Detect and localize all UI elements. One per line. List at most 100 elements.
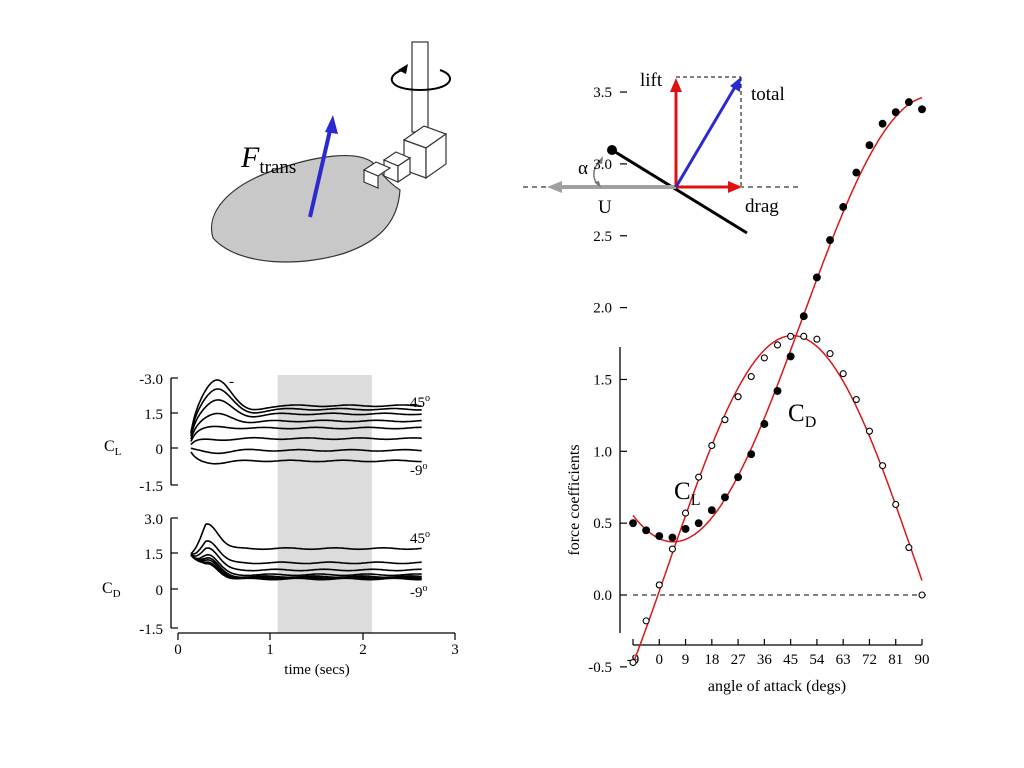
cl-data-point bbox=[708, 442, 716, 450]
cd-label-minus9: -9o bbox=[410, 583, 428, 601]
cd-data-point bbox=[904, 98, 913, 107]
cl-data-point bbox=[760, 354, 768, 362]
shaded-interval bbox=[277, 375, 372, 633]
fc-x-tick-label: 45 bbox=[783, 652, 798, 668]
cl-time-curve bbox=[190, 412, 422, 440]
cl-data-point bbox=[734, 393, 742, 401]
cd-data-point bbox=[799, 312, 808, 321]
gearbox bbox=[362, 125, 448, 189]
cl-data-point bbox=[681, 509, 690, 517]
cl-data-point bbox=[918, 591, 926, 599]
cd-data-point bbox=[826, 236, 834, 245]
fc-y-tick-label: 3.0 bbox=[593, 157, 612, 173]
cl-data-point bbox=[629, 658, 637, 667]
cd-axis-label: CD bbox=[102, 580, 121, 600]
fc-y-axis-label: force coefficients bbox=[566, 444, 583, 555]
cl-series-label: CL bbox=[674, 478, 700, 509]
time-x-tick-label-3: 3 bbox=[451, 642, 459, 658]
cl-time-curve bbox=[190, 388, 422, 435]
fc-x-tick-label: 18 bbox=[704, 652, 719, 668]
time-x-tick-label-1: 1 bbox=[266, 642, 274, 658]
cl-label-45: 45o bbox=[410, 393, 430, 411]
fc-x-tick-label: 90 bbox=[915, 652, 930, 668]
fc-y-tick-label: 0.0 bbox=[593, 588, 612, 604]
cd-time-curve bbox=[190, 547, 422, 572]
alpha-label: α bbox=[578, 158, 588, 179]
force-coefficient-chart: -0.50.00.51.01.52.02.53.03.5 -9091827364… bbox=[566, 85, 930, 695]
cd-tick-label-zero: 0 bbox=[156, 583, 164, 599]
cl-tick-label-top: -3.0 bbox=[139, 372, 163, 388]
cl-data-point bbox=[879, 462, 887, 470]
cd-time-curve bbox=[190, 540, 422, 565]
cl-time-curve bbox=[190, 399, 422, 437]
cd-data-point bbox=[655, 532, 664, 541]
cd-series-label: CD bbox=[788, 400, 816, 431]
fc-y-tick-label: 1.0 bbox=[593, 444, 612, 460]
cd-data-point bbox=[786, 352, 795, 361]
cl-data-point bbox=[642, 617, 650, 625]
fc-y-tick-label: -0.5 bbox=[588, 660, 612, 676]
fc-y-tick-label: 3.5 bbox=[593, 85, 612, 101]
cd-data-point bbox=[642, 526, 651, 535]
cd-label-45: 45o bbox=[410, 529, 430, 547]
cl-curves bbox=[190, 379, 422, 465]
cd-data-point bbox=[629, 519, 637, 528]
cd-data-point bbox=[721, 493, 729, 502]
force-arrow bbox=[308, 125, 333, 218]
cd-data-point bbox=[747, 450, 756, 459]
total-arrow-head-icon bbox=[730, 77, 741, 92]
time-series-chart: -3.0 1.5 0 -1.5 CL 3.0 1.5 0 -1.5 CD 0 1… bbox=[102, 372, 459, 678]
fc-y-ticks: -0.50.00.51.01.52.02.53.03.5 bbox=[588, 85, 627, 676]
wing-shape bbox=[211, 154, 401, 263]
fc-x-tick-label: 54 bbox=[809, 652, 825, 668]
cl-dash-annotation: - bbox=[229, 374, 234, 390]
cd-data-point bbox=[878, 119, 887, 128]
cl-tick-label-mid: 1.5 bbox=[144, 407, 163, 423]
rotating-shaft bbox=[411, 41, 429, 133]
fc-x-tick-label: 9 bbox=[682, 652, 690, 668]
force-label: Ftrans bbox=[240, 141, 296, 178]
cl-data-point bbox=[892, 500, 900, 509]
cl-data-point bbox=[787, 332, 795, 340]
leading-edge-dot bbox=[607, 145, 617, 155]
cd-data-point bbox=[694, 519, 703, 528]
cd-data-point bbox=[891, 108, 900, 117]
cl-data-point bbox=[721, 416, 729, 424]
fc-y-tick-label: 1.5 bbox=[593, 372, 612, 388]
cl-data-point bbox=[695, 473, 703, 481]
force-arrow-head-icon bbox=[325, 115, 338, 134]
time-x-tick-label-0: 0 bbox=[174, 642, 182, 658]
cl-time-curve bbox=[190, 425, 422, 442]
cl-fit-curve bbox=[632, 334, 923, 664]
wing-illustration: Ftrans bbox=[211, 41, 451, 263]
time-x-tick-label-2: 2 bbox=[359, 642, 367, 658]
cd-data-point bbox=[918, 105, 926, 114]
cd-tick-label-mid: 1.5 bbox=[144, 547, 163, 563]
cd-data-point bbox=[839, 203, 848, 211]
cl-label-minus9: -9o bbox=[410, 461, 428, 479]
fc-x-axis-label: angle of attack (degs) bbox=[708, 678, 846, 695]
cl-data-point bbox=[813, 335, 821, 343]
cl-tick-label-bottom: -1.5 bbox=[139, 479, 163, 495]
cl-data-point bbox=[839, 370, 847, 378]
time-x-axis-label: time (secs) bbox=[284, 662, 349, 678]
cl-data-point bbox=[668, 545, 676, 553]
velocity-arrow-head-icon bbox=[547, 181, 562, 193]
cl-data-point bbox=[852, 396, 860, 404]
cd-time-curve bbox=[190, 553, 422, 577]
wing-section-line bbox=[611, 148, 748, 235]
drag-arrow-head-icon bbox=[728, 181, 742, 193]
fc-x-tick-label: 72 bbox=[862, 652, 877, 668]
fc-x-tick-label: 81 bbox=[888, 652, 903, 668]
cl-data-point bbox=[747, 373, 755, 381]
fc-x-ticks: -909182736455463728190 bbox=[627, 639, 930, 668]
cl-data-point bbox=[655, 581, 663, 589]
lift-label: lift bbox=[640, 70, 663, 91]
rotation-arrow-icon bbox=[390, 64, 451, 92]
force-vector-diagram: lift total drag α U bbox=[523, 70, 800, 235]
cl-axis-label: CL bbox=[104, 438, 122, 458]
fc-y-tick-label: 0.5 bbox=[593, 516, 612, 532]
cl-data-point bbox=[905, 544, 913, 552]
fc-x-tick-label: 36 bbox=[757, 652, 773, 668]
